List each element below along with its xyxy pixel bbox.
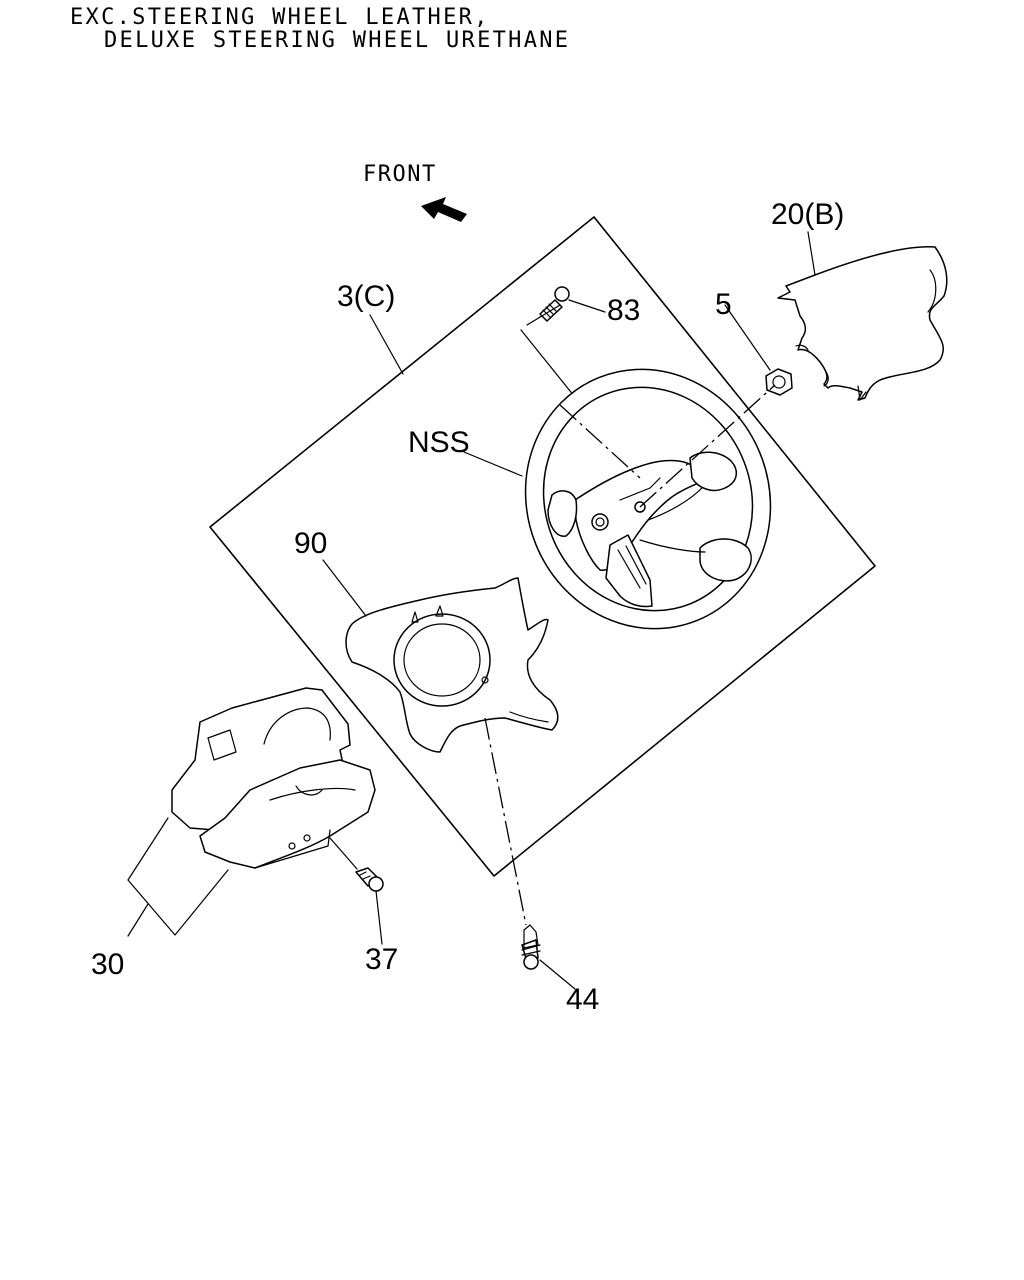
- front-arrow-icon: [421, 197, 467, 222]
- lower-cover-90: [345, 577, 559, 753]
- callout-30: 30: [91, 948, 124, 981]
- screw-37: [355, 867, 384, 892]
- callout-nss: NSS: [408, 426, 470, 459]
- callout-3c: 3(C): [337, 280, 395, 313]
- callout-90: 90: [294, 527, 327, 560]
- callout-37: 37: [365, 943, 398, 976]
- column-cover-30: [171, 687, 376, 869]
- front-label: FRONT: [363, 162, 437, 187]
- screw-44: [521, 924, 541, 970]
- diagram-title-line-2: DELUXE STEERING WHEEL URETHANE: [104, 28, 571, 53]
- horn-pad-20b: [777, 246, 948, 401]
- diagram-title-line-1: EXC.STEERING WHEEL LEATHER,: [70, 5, 490, 30]
- nut-5: [765, 368, 793, 396]
- steering-wheel-nss: [524, 368, 772, 630]
- callout-83: 83: [607, 294, 640, 327]
- screw-83: [539, 286, 570, 322]
- assembly-group-box: [209, 216, 876, 877]
- callout-44: 44: [566, 983, 599, 1016]
- callout-5: 5: [715, 288, 732, 321]
- callout-20b: 20(B): [771, 198, 844, 231]
